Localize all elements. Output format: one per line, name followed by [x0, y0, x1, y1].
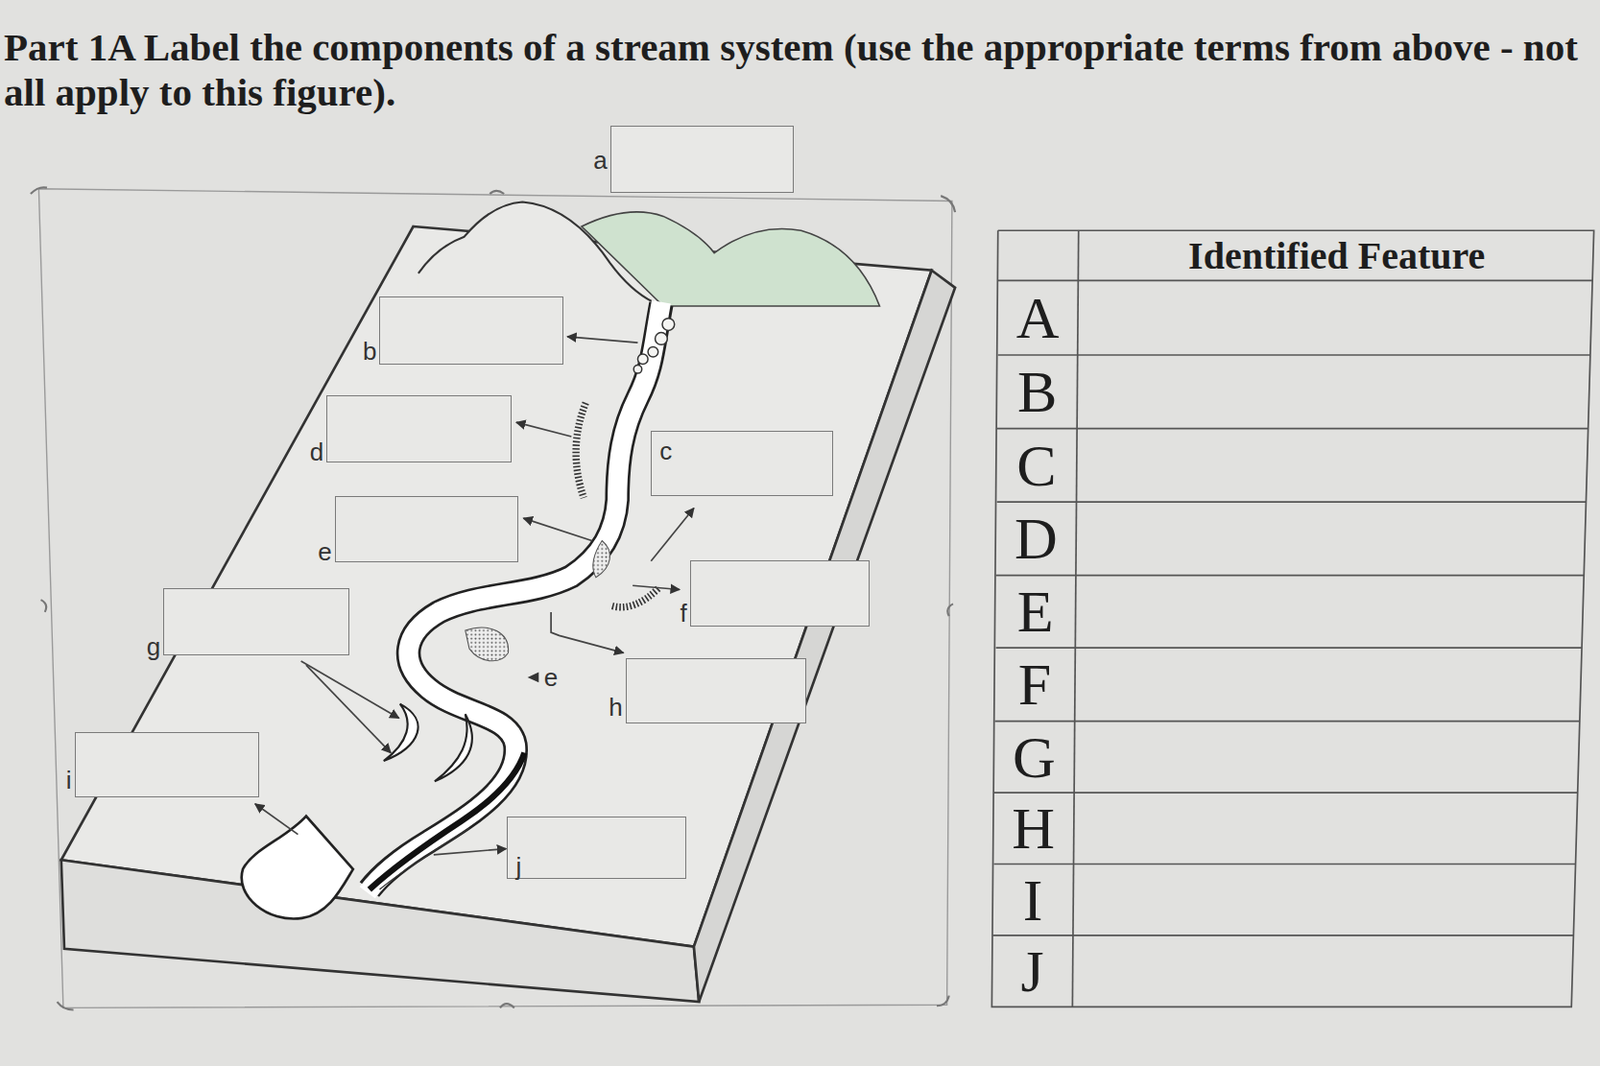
point-bar — [593, 540, 611, 577]
oxbow — [434, 714, 473, 782]
river — [367, 302, 662, 894]
table-cell: A — [1016, 286, 1060, 349]
box-letter: d — [310, 437, 324, 467]
box-letter: h — [608, 692, 622, 722]
trees — [633, 318, 675, 374]
cut-bank — [575, 403, 586, 499]
block-side — [693, 270, 956, 1003]
box-letter: i — [66, 765, 72, 795]
box-letter: b — [362, 336, 377, 366]
box-letter: a — [593, 145, 607, 175]
table-cell: B — [1017, 360, 1057, 423]
delta — [241, 816, 354, 920]
label-box: f — [690, 560, 870, 627]
box-letter: j — [515, 852, 522, 882]
cut-bank — [612, 587, 660, 607]
table-header: Identified Feature — [1188, 235, 1485, 278]
label-box: a — [610, 125, 794, 193]
arrowhead — [527, 672, 540, 684]
label-box: i — [74, 732, 260, 798]
frame — [38, 189, 953, 1009]
box-letter: g — [146, 632, 161, 662]
table-cell: E — [1017, 580, 1054, 643]
hill — [418, 202, 654, 307]
label-box: h — [625, 658, 807, 724]
label-box: g — [163, 588, 349, 655]
table-cell: C — [1016, 434, 1056, 497]
box-letter: e — [317, 537, 332, 567]
table-cell: H — [1011, 797, 1055, 860]
label-box: e — [334, 496, 519, 563]
table-cell: F — [1018, 653, 1051, 716]
table-cell: G — [1012, 726, 1056, 789]
table-grid — [991, 230, 1594, 1007]
label-box: c — [650, 430, 833, 497]
block-top — [61, 226, 932, 948]
label-box: j — [506, 816, 687, 881]
table-cell: J — [1020, 940, 1044, 1003]
callout-letter: e — [544, 663, 558, 693]
point-bar — [465, 627, 509, 662]
table-cell: D — [1014, 507, 1058, 570]
label-box: b — [379, 296, 563, 364]
title: Part 1A Label the components of a stream… — [3, 24, 1596, 116]
box-letter: f — [679, 598, 687, 628]
table-cell: I — [1023, 869, 1044, 932]
label-box: d — [326, 395, 511, 462]
box-letter: c — [659, 436, 672, 466]
